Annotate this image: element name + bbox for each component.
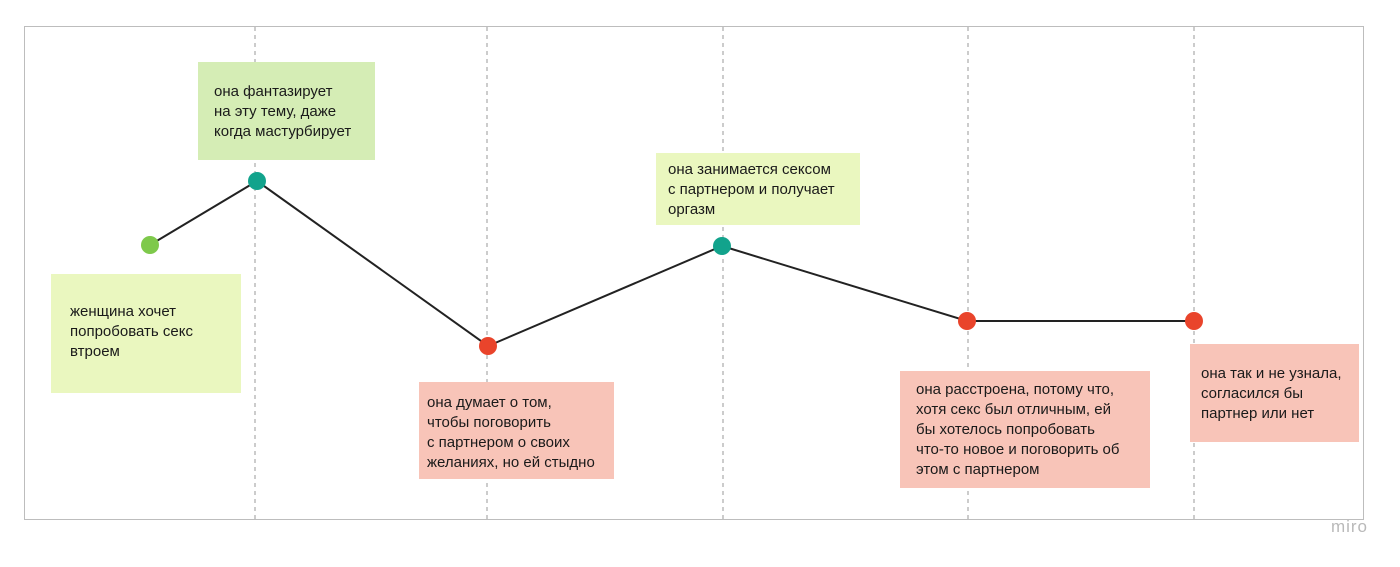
sticky-note-p2[interactable]: она фантазирует на эту тему, даже когда …: [198, 62, 375, 160]
sticky-note-p1[interactable]: женщина хочет попробовать секс втроем: [51, 274, 241, 393]
sticky-note-p5[interactable]: она расстроена, потому что, хотя секс бы…: [900, 371, 1150, 488]
journey-point-p3[interactable]: [479, 337, 497, 355]
journey-point-p5[interactable]: [958, 312, 976, 330]
sticky-note-p3[interactable]: она думает о том, чтобы поговорить с пар…: [419, 382, 614, 479]
journey-point-p2[interactable]: [248, 172, 266, 190]
journey-point-p4[interactable]: [713, 237, 731, 255]
miro-logo: miro: [1330, 517, 1368, 536]
sticky-note-p4[interactable]: она занимается сексом с партнером и полу…: [656, 153, 860, 225]
journey-line: [149, 179, 1194, 348]
sticky-note-p6[interactable]: она так и не узнала, согласился бы партн…: [1190, 344, 1359, 442]
journey-map-frame: [24, 26, 1364, 520]
journey-point-p6[interactable]: [1185, 312, 1203, 330]
journey-point-p1[interactable]: [141, 236, 159, 254]
